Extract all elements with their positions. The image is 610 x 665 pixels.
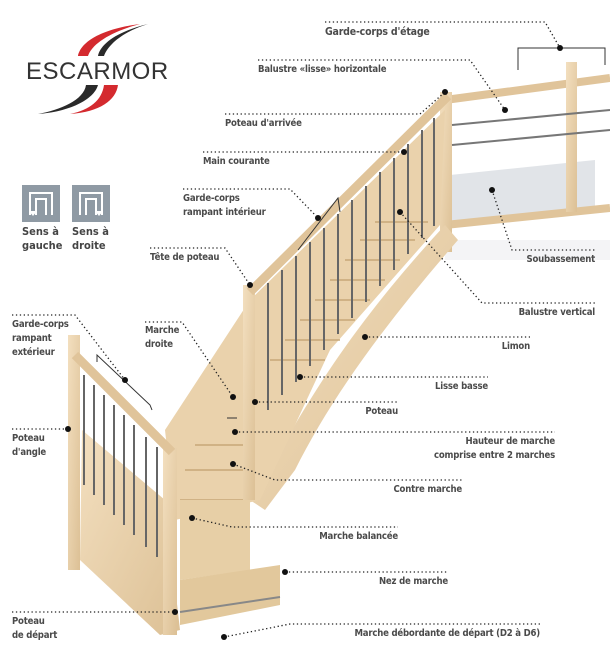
leader-lines <box>12 21 595 638</box>
label-dots <box>65 45 563 640</box>
label-balustre-lisse: Balustre «lisse» horizontale <box>258 64 387 75</box>
brand-name: ESCARMOR <box>26 58 169 85</box>
label-garde-corps-etage: Garde-corps d'étage <box>325 26 430 38</box>
label-lisse-basse: Lisse basse <box>435 381 488 392</box>
stair-left-icon[interactable] <box>22 185 60 222</box>
start-post <box>163 448 177 635</box>
corner-post <box>68 335 80 570</box>
escarmor-logo <box>38 24 148 114</box>
balusters <box>83 118 435 557</box>
label-marche-balancee: Marche balancée <box>319 531 398 542</box>
label-limon: Limon <box>501 341 530 352</box>
label-nez-marche: Nez de marche <box>378 576 448 587</box>
label-tete-poteau: Tête de poteau <box>150 252 220 263</box>
first-step <box>180 565 280 625</box>
label-contre-marche: Contre marche <box>393 484 462 495</box>
stair-right-icon[interactable] <box>72 185 110 222</box>
glass-panel <box>450 160 595 222</box>
newel-post <box>243 285 255 500</box>
label-poteau: Poteau <box>365 406 398 417</box>
label-main-courante: Main courante <box>203 156 270 167</box>
label-marche-debordante: Marche débordante de départ (D2 à D6) <box>354 628 540 639</box>
label-balustre-vertical: Balustre vertical <box>518 307 596 318</box>
label-poteau-arrivee: Poteau d'arrivée <box>225 118 302 129</box>
label-soubassement: Soubassement <box>526 254 596 265</box>
